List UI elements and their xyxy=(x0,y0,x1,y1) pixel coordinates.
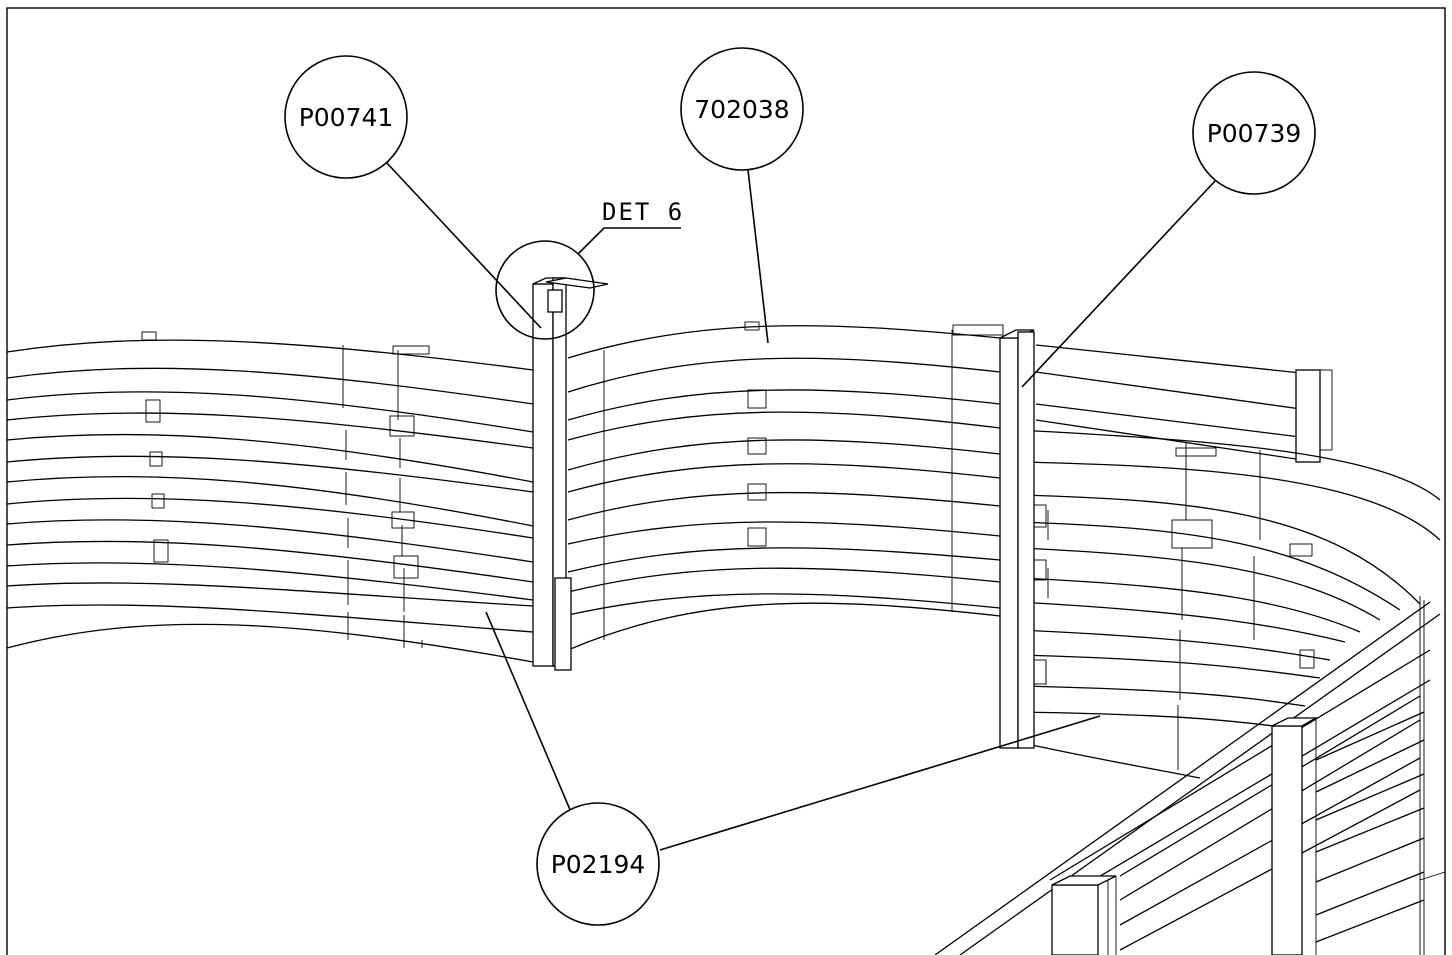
right-back-wall xyxy=(1035,344,1333,463)
left-wall xyxy=(6,331,534,663)
leader-702038 xyxy=(747,169,769,344)
callout-p02194: P02194 xyxy=(536,802,660,926)
callout-p00741: P00741 xyxy=(284,55,408,179)
callout-702038-label: 702038 xyxy=(694,95,789,124)
front-box xyxy=(934,596,1446,955)
callout-p02194-label: P02194 xyxy=(551,850,646,879)
right-curved-wall xyxy=(1017,429,1441,779)
right-post xyxy=(999,329,1035,749)
leader-p02194-a xyxy=(485,611,572,813)
detail-circle xyxy=(495,240,595,340)
detail-label: DET 6 xyxy=(602,198,684,226)
callout-p00739: P00739 xyxy=(1192,71,1316,195)
callout-p00741-label: P00741 xyxy=(299,103,394,132)
middle-wall xyxy=(567,321,1004,651)
callout-702038: 702038 xyxy=(680,47,804,171)
leader-p00739 xyxy=(1021,179,1217,388)
leader-p00741 xyxy=(385,161,542,329)
det6-bracket xyxy=(545,277,609,313)
callout-p00739-label: P00739 xyxy=(1207,119,1302,148)
leader-p02194-b xyxy=(659,715,1101,851)
left-post xyxy=(532,277,572,671)
drawing-border xyxy=(6,7,1446,955)
leader-det6 xyxy=(577,227,681,255)
